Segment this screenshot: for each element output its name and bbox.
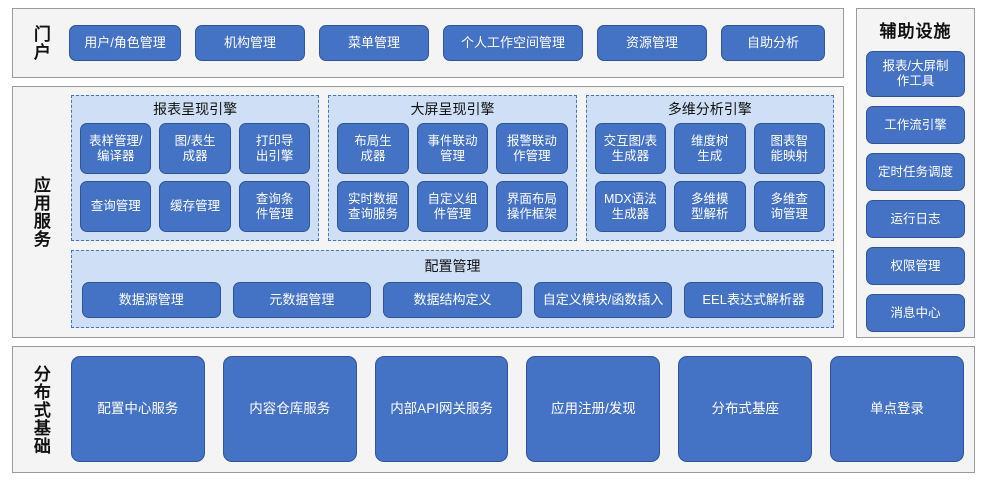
engine-2-button-1[interactable]: 维度树 生成 bbox=[674, 123, 746, 175]
distributed-base-button-3[interactable]: 应用注册/发现 bbox=[526, 356, 661, 462]
auxiliary-button-5[interactable]: 消息中心 bbox=[866, 294, 965, 332]
portal-band: 门户 用户/角色管理机构管理菜单管理个人工作空间管理资源管理自助分析 bbox=[12, 8, 844, 78]
engine-2-button-3[interactable]: MDX语法 生成器 bbox=[594, 181, 667, 232]
portal-band-label: 门户 bbox=[30, 25, 50, 61]
engine-1-button-2[interactable]: 报警联动 作管理 bbox=[496, 123, 568, 175]
auxiliary-button-4[interactable]: 权限管理 bbox=[866, 247, 965, 285]
engine-0-button-1[interactable]: 图/表生 成器 bbox=[159, 123, 231, 175]
auxiliary-band: 辅助设施 报表/大屏制 作工具工作流引擎定时任务调度运行日志权限管理消息中心 bbox=[856, 8, 975, 338]
engine-1-button-4[interactable]: 自定义组 件管理 bbox=[416, 181, 489, 232]
engine-title-1: 大屏呈现引擎 bbox=[410, 101, 495, 117]
distributed-base-button-2[interactable]: 内部API网关服务 bbox=[374, 356, 509, 462]
auxiliary-button-0[interactable]: 报表/大屏制 作工具 bbox=[866, 51, 965, 97]
portal-button-2[interactable]: 菜单管理 bbox=[319, 25, 429, 61]
auxiliary-button-1[interactable]: 工作流引擎 bbox=[866, 106, 965, 144]
portal-button-group: 用户/角色管理机构管理菜单管理个人工作空间管理资源管理自助分析 bbox=[69, 25, 825, 61]
configuration-button-1[interactable]: 元数据管理 bbox=[232, 281, 372, 318]
portal-button-0[interactable]: 用户/角色管理 bbox=[69, 25, 181, 61]
engine-0-button-3[interactable]: 查询管理 bbox=[80, 181, 152, 232]
engine-1-button-0[interactable]: 布局生 成器 bbox=[337, 123, 409, 175]
engine-grid-0: 表样管理/ 编译器图/表生 成器打印导 出引擎查询管理缓存管理查询条 件管理 bbox=[80, 123, 311, 232]
auxiliary-button-group: 报表/大屏制 作工具工作流引擎定时任务调度运行日志权限管理消息中心 bbox=[866, 51, 965, 332]
auxiliary-button-3[interactable]: 运行日志 bbox=[866, 200, 965, 238]
application-services-band-label: 应用服务 bbox=[30, 176, 50, 248]
auxiliary-band-label: 辅助设施 bbox=[879, 22, 952, 41]
application-services-band: 应用服务 报表呈现引擎表样管理/ 编译器图/表生 成器打印导 出引擎查询管理缓存… bbox=[12, 86, 844, 338]
engine-group-row: 报表呈现引擎表样管理/ 编译器图/表生 成器打印导 出引擎查询管理缓存管理查询条… bbox=[71, 95, 834, 241]
auxiliary-button-2[interactable]: 定时任务调度 bbox=[866, 153, 965, 191]
engine-2-button-5[interactable]: 多维查 询管理 bbox=[753, 181, 825, 232]
portal-button-3[interactable]: 个人工作空间管理 bbox=[443, 25, 583, 61]
engine-2-button-0[interactable]: 交互图/表 生成器 bbox=[594, 123, 667, 175]
distributed-base-button-0[interactable]: 配置中心服务 bbox=[71, 356, 205, 462]
distributed-base-band: 分布式基础 配置中心服务内容仓库服务内部API网关服务应用注册/发现分布式基座单… bbox=[12, 346, 975, 473]
engine-2-button-4[interactable]: 多维模 型解析 bbox=[674, 181, 746, 232]
engine-0-button-5[interactable]: 查询条 件管理 bbox=[238, 181, 311, 232]
distributed-base-button-5[interactable]: 单点登录 bbox=[830, 356, 964, 462]
engine-0-button-2[interactable]: 打印导 出引擎 bbox=[238, 123, 311, 175]
engine-panel-1: 大屏呈现引擎布局生 成器事件联动 管理报警联动 作管理实时数据 查询服务自定义组… bbox=[328, 95, 577, 241]
engine-1-button-3[interactable]: 实时数据 查询服务 bbox=[337, 181, 409, 232]
configuration-management-button-group: 数据源管理元数据管理数据结构定义自定义模块/函数插入 EEL表达式解析器 bbox=[82, 281, 823, 318]
engine-grid-1: 布局生 成器事件联动 管理报警联动 作管理实时数据 查询服务自定义组 件管理界面… bbox=[337, 123, 568, 232]
engine-1-button-5[interactable]: 界面布局 操作框架 bbox=[496, 181, 568, 232]
configuration-management-group: 配置管理 数据源管理元数据管理数据结构定义自定义模块/函数插入 EEL表达式解析器 bbox=[71, 250, 834, 328]
configuration-button-3[interactable]: 自定义模块/函数插入 bbox=[533, 281, 673, 318]
portal-button-4[interactable]: 资源管理 bbox=[597, 25, 707, 61]
engine-2-button-2[interactable]: 图表智 能映射 bbox=[753, 123, 825, 175]
configuration-button-4[interactable]: EEL表达式解析器 bbox=[684, 281, 823, 318]
engine-panel-2: 多维分析引擎交互图/表 生成器维度树 生成图表智 能映射 MDX语法 生成器多维模… bbox=[585, 95, 834, 241]
application-services-content: 报表呈现引擎表样管理/ 编译器图/表生 成器打印导 出引擎查询管理缓存管理查询条… bbox=[71, 95, 834, 328]
configuration-button-2[interactable]: 数据结构定义 bbox=[383, 281, 522, 318]
portal-button-1[interactable]: 机构管理 bbox=[195, 25, 305, 61]
configuration-button-0[interactable]: 数据源管理 bbox=[82, 281, 221, 318]
engine-0-button-4[interactable]: 缓存管理 bbox=[159, 181, 231, 232]
portal-button-5[interactable]: 自助分析 bbox=[721, 25, 825, 61]
engine-panel-0: 报表呈现引擎表样管理/ 编译器图/表生 成器打印导 出引擎查询管理缓存管理查询条… bbox=[71, 95, 320, 241]
distributed-base-band-label: 分布式基础 bbox=[30, 364, 50, 455]
engine-0-button-0[interactable]: 表样管理/ 编译器 bbox=[80, 123, 152, 175]
engine-grid-2: 交互图/表 生成器维度树 生成图表智 能映射 MDX语法 生成器多维模 型解析多维… bbox=[594, 123, 825, 232]
engine-1-button-1[interactable]: 事件联动 管理 bbox=[416, 123, 489, 175]
engine-title-0: 报表呈现引擎 bbox=[153, 101, 238, 117]
engine-title-2: 多维分析引擎 bbox=[667, 101, 752, 117]
distributed-base-button-4[interactable]: 分布式基座 bbox=[678, 356, 813, 462]
configuration-management-title: 配置管理 bbox=[424, 258, 481, 274]
distributed-base-button-1[interactable]: 内容仓库服务 bbox=[222, 356, 357, 462]
distributed-base-button-group: 配置中心服务内容仓库服务内部API网关服务应用注册/发现分布式基座单点登录 bbox=[71, 356, 964, 462]
